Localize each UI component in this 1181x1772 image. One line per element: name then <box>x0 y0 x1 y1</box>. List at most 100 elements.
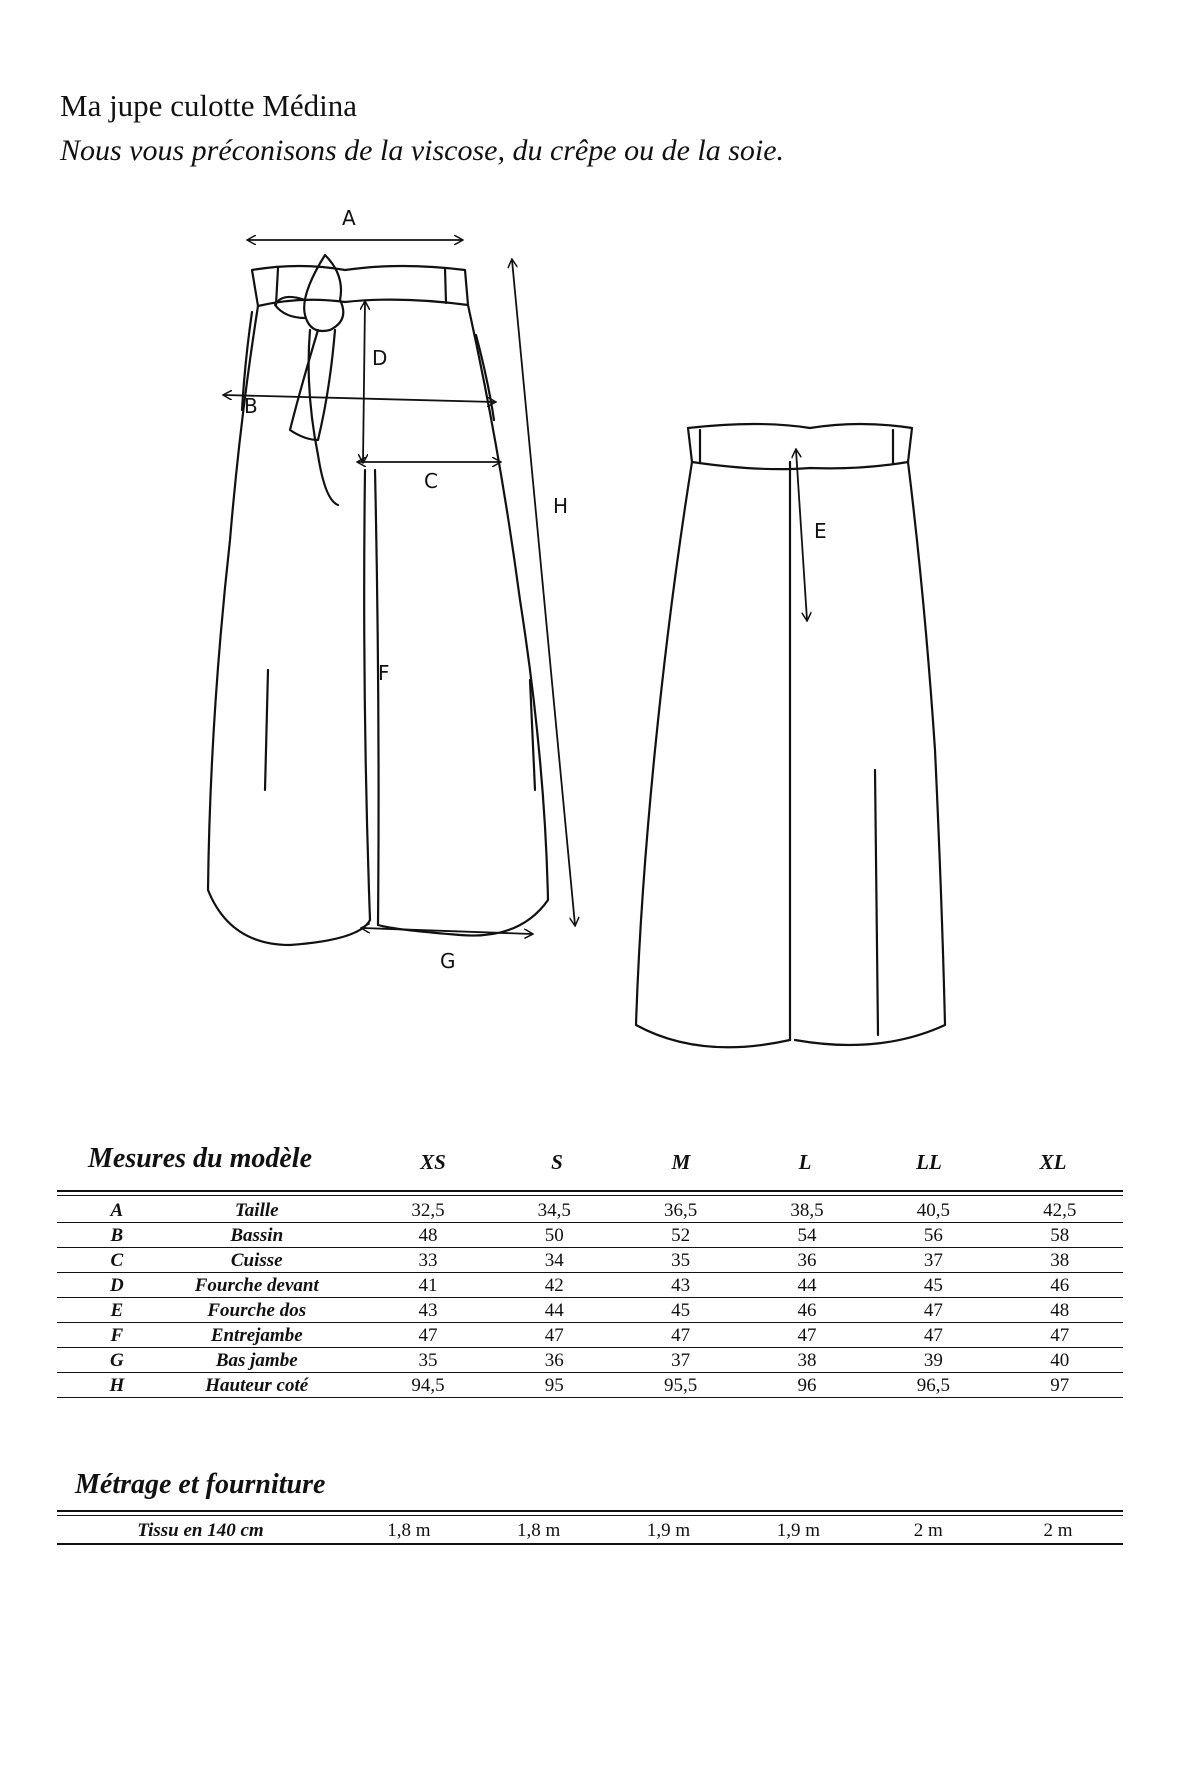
measure-value: 43 <box>617 1272 744 1298</box>
measure-value: 47 <box>870 1322 997 1348</box>
fabric-value: 2 m <box>863 1518 994 1545</box>
measure-value: 38,5 <box>743 1198 871 1223</box>
measure-value: 54 <box>743 1222 871 1248</box>
measure-value: 46 <box>743 1297 871 1323</box>
divider <box>57 1195 1123 1196</box>
measure-name: Fourche devant <box>148 1272 365 1298</box>
measure-value: 36 <box>743 1247 871 1273</box>
measure-value: 42,5 <box>996 1198 1123 1223</box>
measure-name: Bas jambe <box>148 1347 365 1373</box>
measure-name: Fourche dos <box>148 1297 365 1323</box>
measure-value: 42 <box>491 1272 618 1298</box>
measure-value: 41 <box>364 1272 492 1298</box>
fabric-value: 1,9 m <box>603 1518 734 1545</box>
label-a: A <box>342 206 356 230</box>
page-title: Ma jupe culotte Médina <box>60 88 357 123</box>
measure-name: Hauteur coté <box>148 1372 365 1398</box>
measure-value: 58 <box>996 1222 1123 1248</box>
fabric-value: 1,9 m <box>733 1518 864 1545</box>
measure-letter: G <box>57 1347 149 1373</box>
measure-letter: B <box>57 1222 149 1248</box>
fabric-title: Métrage et fourniture <box>75 1469 326 1500</box>
measure-value: 35 <box>364 1347 492 1373</box>
back-view <box>634 422 947 1049</box>
fabric-value: 1,8 m <box>473 1518 604 1545</box>
measure-value: 45 <box>870 1272 997 1298</box>
measure-value: 47 <box>617 1322 744 1348</box>
measure-value: 50 <box>491 1222 618 1248</box>
measure-value: 39 <box>870 1347 997 1373</box>
measure-value: 95,5 <box>617 1372 744 1398</box>
measure-value: 48 <box>364 1222 492 1248</box>
measure-value: 48 <box>996 1297 1123 1323</box>
measure-value: 47 <box>364 1322 492 1348</box>
measure-value: 94,5 <box>364 1372 492 1398</box>
measure-value: 43 <box>364 1297 492 1323</box>
measure-value: 52 <box>617 1222 744 1248</box>
measure-value: 36 <box>491 1347 618 1373</box>
size-header-m: M <box>671 1150 691 1174</box>
measure-value: 44 <box>743 1272 871 1298</box>
measure-value: 37 <box>870 1247 997 1273</box>
measure-value: 95 <box>491 1372 618 1398</box>
size-header-s: S <box>551 1150 563 1174</box>
label-g: G <box>440 949 456 973</box>
measure-letter: A <box>57 1198 149 1223</box>
measure-value: 36,5 <box>617 1198 744 1223</box>
measure-value: 33 <box>364 1247 492 1273</box>
measure-value: 56 <box>870 1222 997 1248</box>
label-e: E <box>814 519 827 543</box>
divider <box>57 1510 1123 1512</box>
measure-value: 96,5 <box>870 1372 997 1398</box>
label-c: C <box>424 469 438 493</box>
measure-value: 34 <box>491 1247 618 1273</box>
measure-value: 96 <box>743 1372 871 1398</box>
size-header-l: L <box>798 1150 812 1174</box>
size-header-xs: XS <box>420 1150 446 1174</box>
measure-value: 40,5 <box>870 1198 997 1223</box>
label-f: F <box>378 661 390 685</box>
dimension-arrows <box>224 240 807 934</box>
measure-value: 97 <box>996 1372 1123 1398</box>
measure-value: 35 <box>617 1247 744 1273</box>
measure-letter: E <box>57 1297 149 1323</box>
size-header-xl: XL <box>1039 1150 1067 1174</box>
measure-value: 47 <box>743 1322 871 1348</box>
measure-value: 47 <box>996 1322 1123 1348</box>
measure-value: 47 <box>491 1322 618 1348</box>
measure-value: 47 <box>870 1297 997 1323</box>
measure-name: Taille <box>148 1198 365 1223</box>
measure-name: Cuisse <box>148 1247 365 1273</box>
measure-letter: C <box>57 1247 149 1273</box>
label-d: D <box>372 346 387 370</box>
table-row: Tissu en 140 cm 1,8 m 1,8 m 1,9 m 1,9 m … <box>57 1518 1123 1545</box>
measure-value: 34,5 <box>491 1198 618 1223</box>
label-b: B <box>244 394 258 418</box>
measure-letter: D <box>57 1272 149 1298</box>
measure-value: 46 <box>996 1272 1123 1298</box>
divider <box>57 1515 1123 1516</box>
measure-value: 44 <box>491 1297 618 1323</box>
pattern-diagram: A B C D E F G H <box>206 206 947 1049</box>
fabric-value: 2 m <box>993 1518 1123 1545</box>
measure-value: 37 <box>617 1347 744 1373</box>
fabric-value: 1,8 m <box>343 1518 474 1545</box>
measure-name: Entrejambe <box>148 1322 365 1348</box>
divider <box>57 1190 1123 1192</box>
measurements-title: Mesures du modèle <box>88 1143 312 1174</box>
measure-value: 45 <box>617 1297 744 1323</box>
size-header-ll: LL <box>916 1150 942 1174</box>
fabric-table: Tissu en 140 cm 1,8 m 1,8 m 1,9 m 1,9 m … <box>57 1518 1123 1545</box>
measure-letter: H <box>57 1372 149 1398</box>
fabric-name: Tissu en 140 cm <box>57 1518 344 1545</box>
measure-name: Bassin <box>148 1222 365 1248</box>
measure-value: 40 <box>996 1347 1123 1373</box>
measure-value: 32,5 <box>364 1198 492 1223</box>
